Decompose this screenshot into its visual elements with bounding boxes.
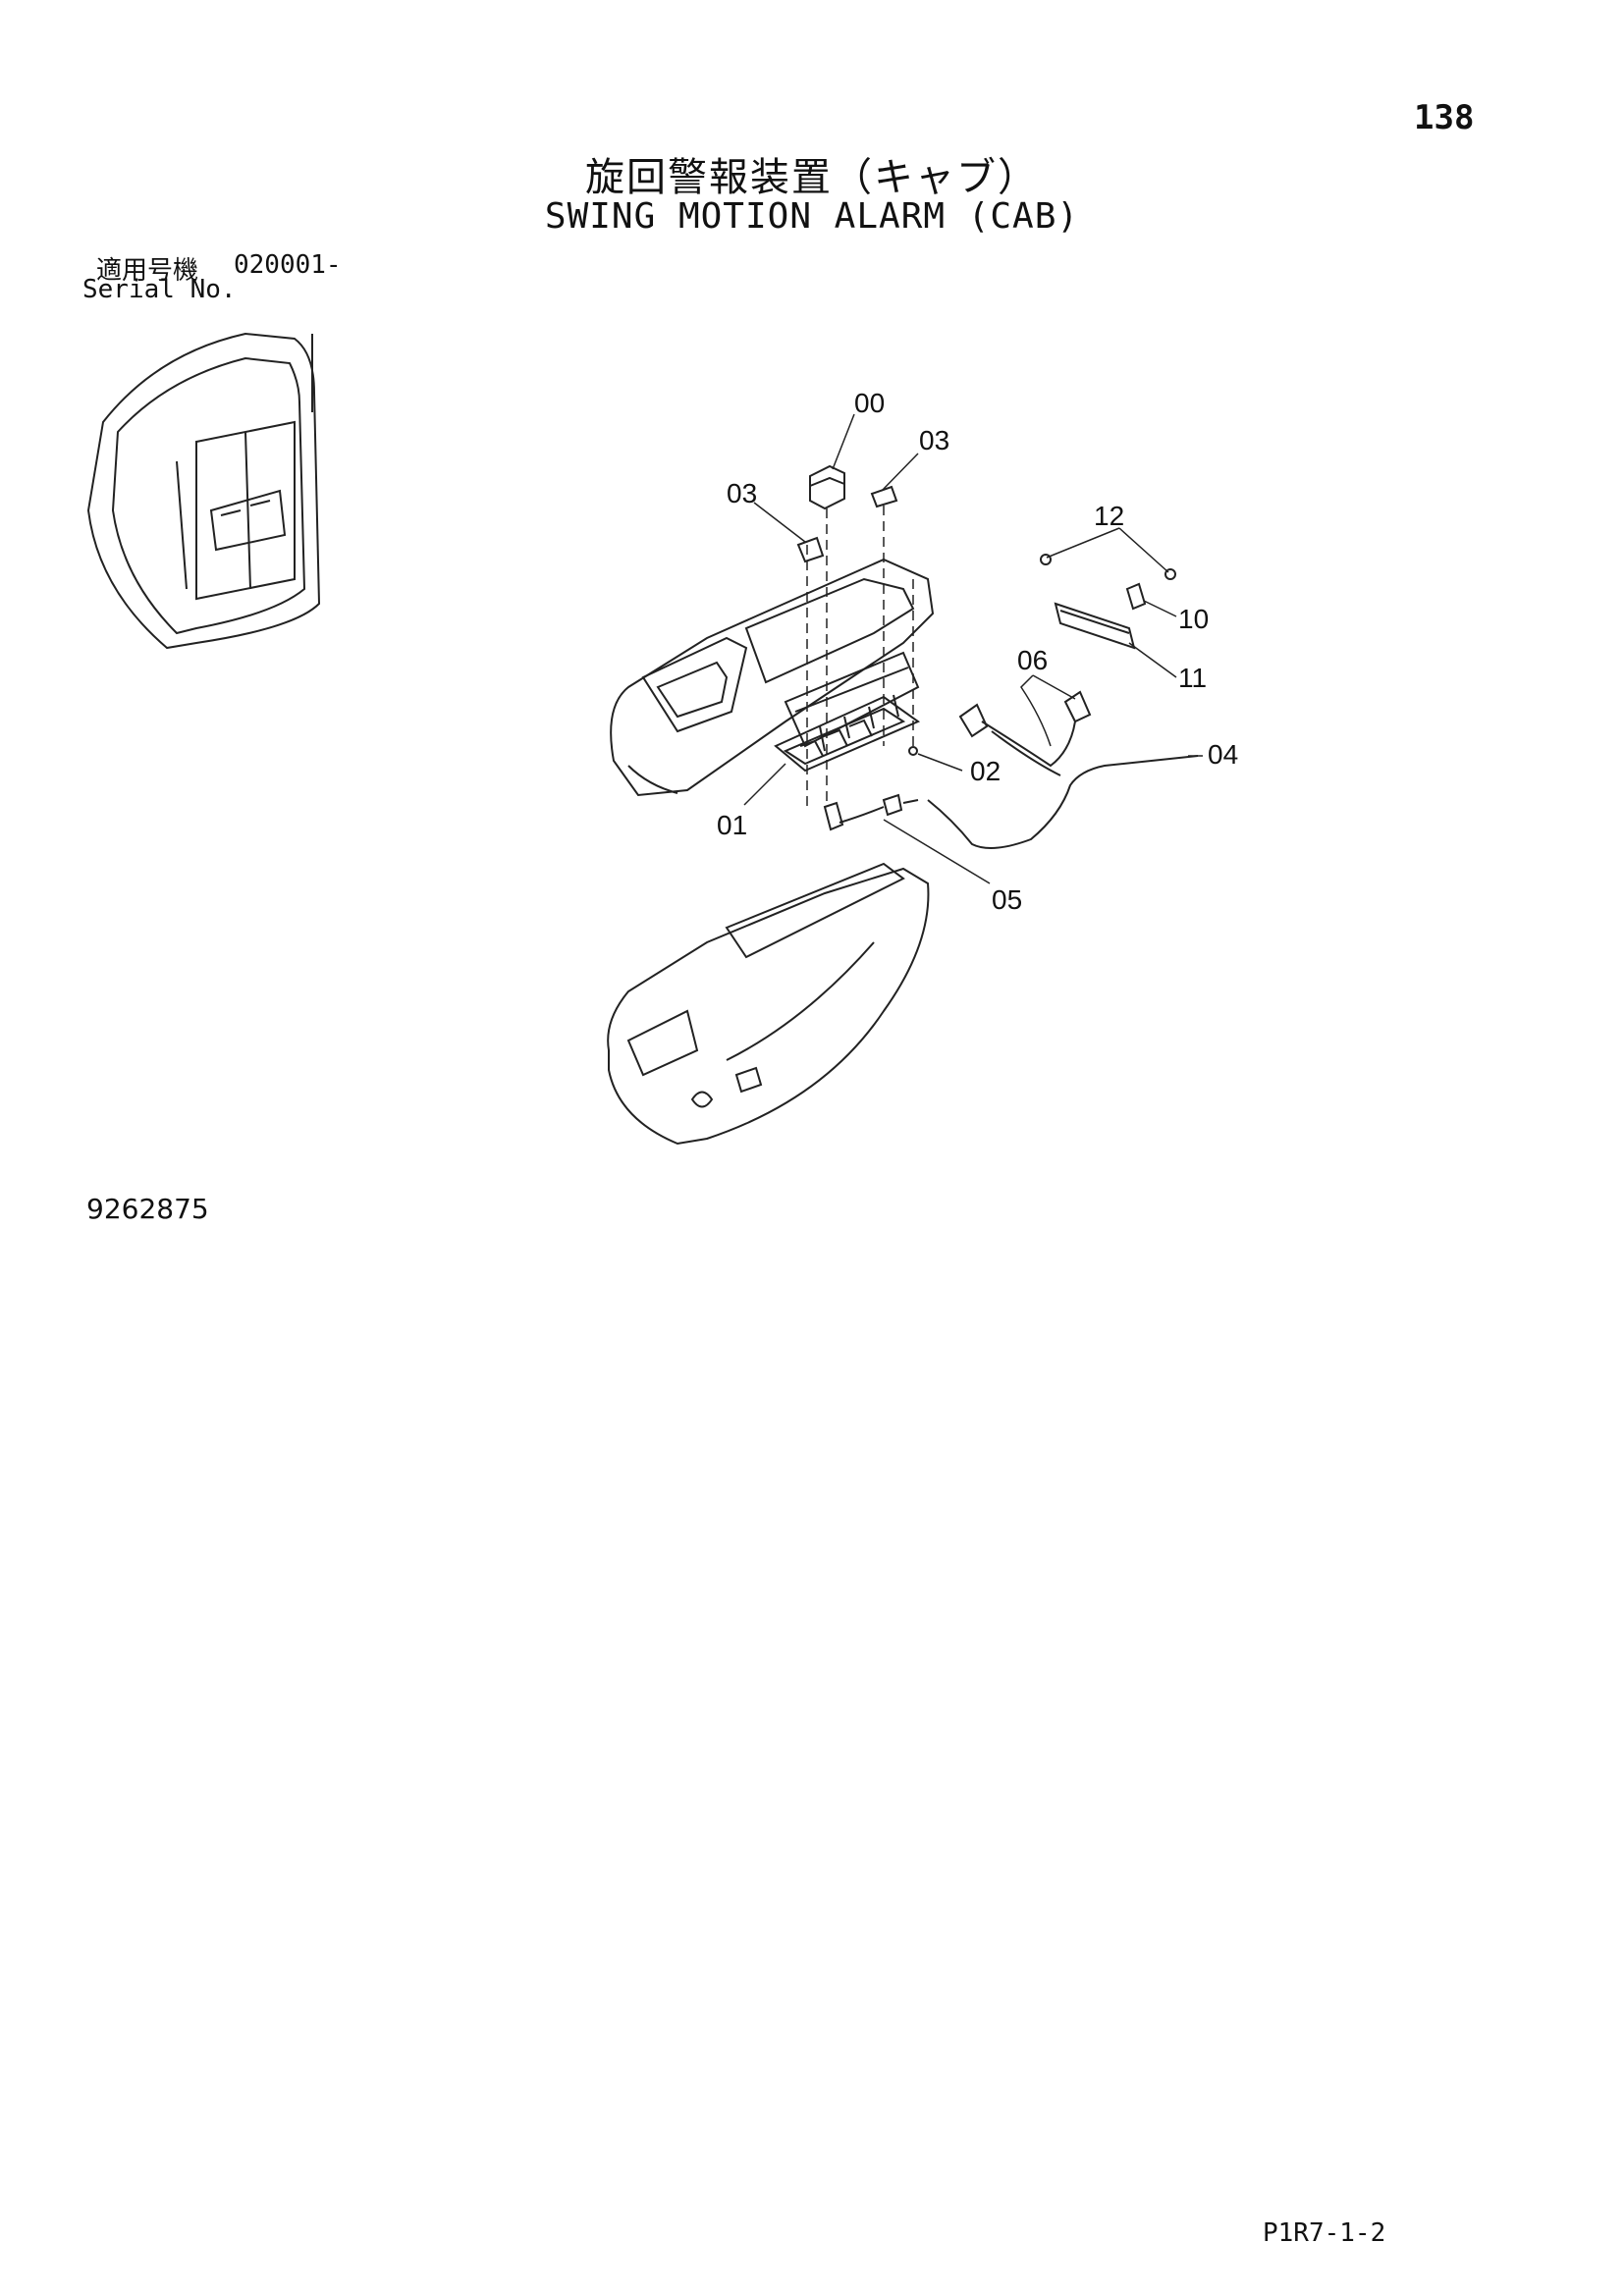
drawing-number: 9262875 xyxy=(86,1193,209,1225)
page-number: 138 xyxy=(1414,98,1475,137)
callout-03-left: 03 xyxy=(727,478,757,508)
upper-console-illustration xyxy=(610,558,935,797)
part-03-sticker-right xyxy=(870,485,898,508)
callout-03-right: 03 xyxy=(919,425,949,455)
callout-01: 01 xyxy=(717,810,747,840)
serial-label-english: Serial No. xyxy=(82,275,237,304)
callout-11: 11 xyxy=(1178,663,1207,693)
part-05-harness xyxy=(823,793,919,831)
lower-console-cover-illustration xyxy=(607,862,930,1146)
page-code: P1R7-1-2 xyxy=(1263,2218,1386,2248)
serial-label-japanese: 適用号機 xyxy=(96,256,199,286)
part-12-screw-left xyxy=(1040,554,1052,565)
part-12-screw-right xyxy=(1164,568,1176,580)
page-title-japanese: 旋回警報装置（キャブ） xyxy=(585,155,1039,200)
part-03-sticker-left xyxy=(796,536,825,563)
page-title-english: SWING MOTION ALARM (CAB) xyxy=(544,196,1080,237)
switch-panel-illustration xyxy=(774,695,921,773)
callout-12: 12 xyxy=(1094,501,1124,531)
callout-06: 06 xyxy=(1017,645,1048,675)
serial-number-value: 020001- xyxy=(234,250,342,280)
cab-location-thumbnail xyxy=(86,332,321,650)
part-06-harness xyxy=(958,690,1092,776)
callout-04: 04 xyxy=(1208,739,1238,770)
callout-05: 05 xyxy=(992,884,1022,915)
leader-lines xyxy=(743,413,1203,884)
part-10-relay xyxy=(1125,582,1147,611)
part-11-bracket xyxy=(1054,602,1136,650)
callout-10: 10 xyxy=(1178,604,1209,634)
part-04-harness xyxy=(927,755,1199,849)
callout-00: 00 xyxy=(854,388,885,418)
part-00-switch xyxy=(809,464,845,510)
callout-02: 02 xyxy=(970,756,1001,786)
part-02-screw xyxy=(908,746,918,756)
